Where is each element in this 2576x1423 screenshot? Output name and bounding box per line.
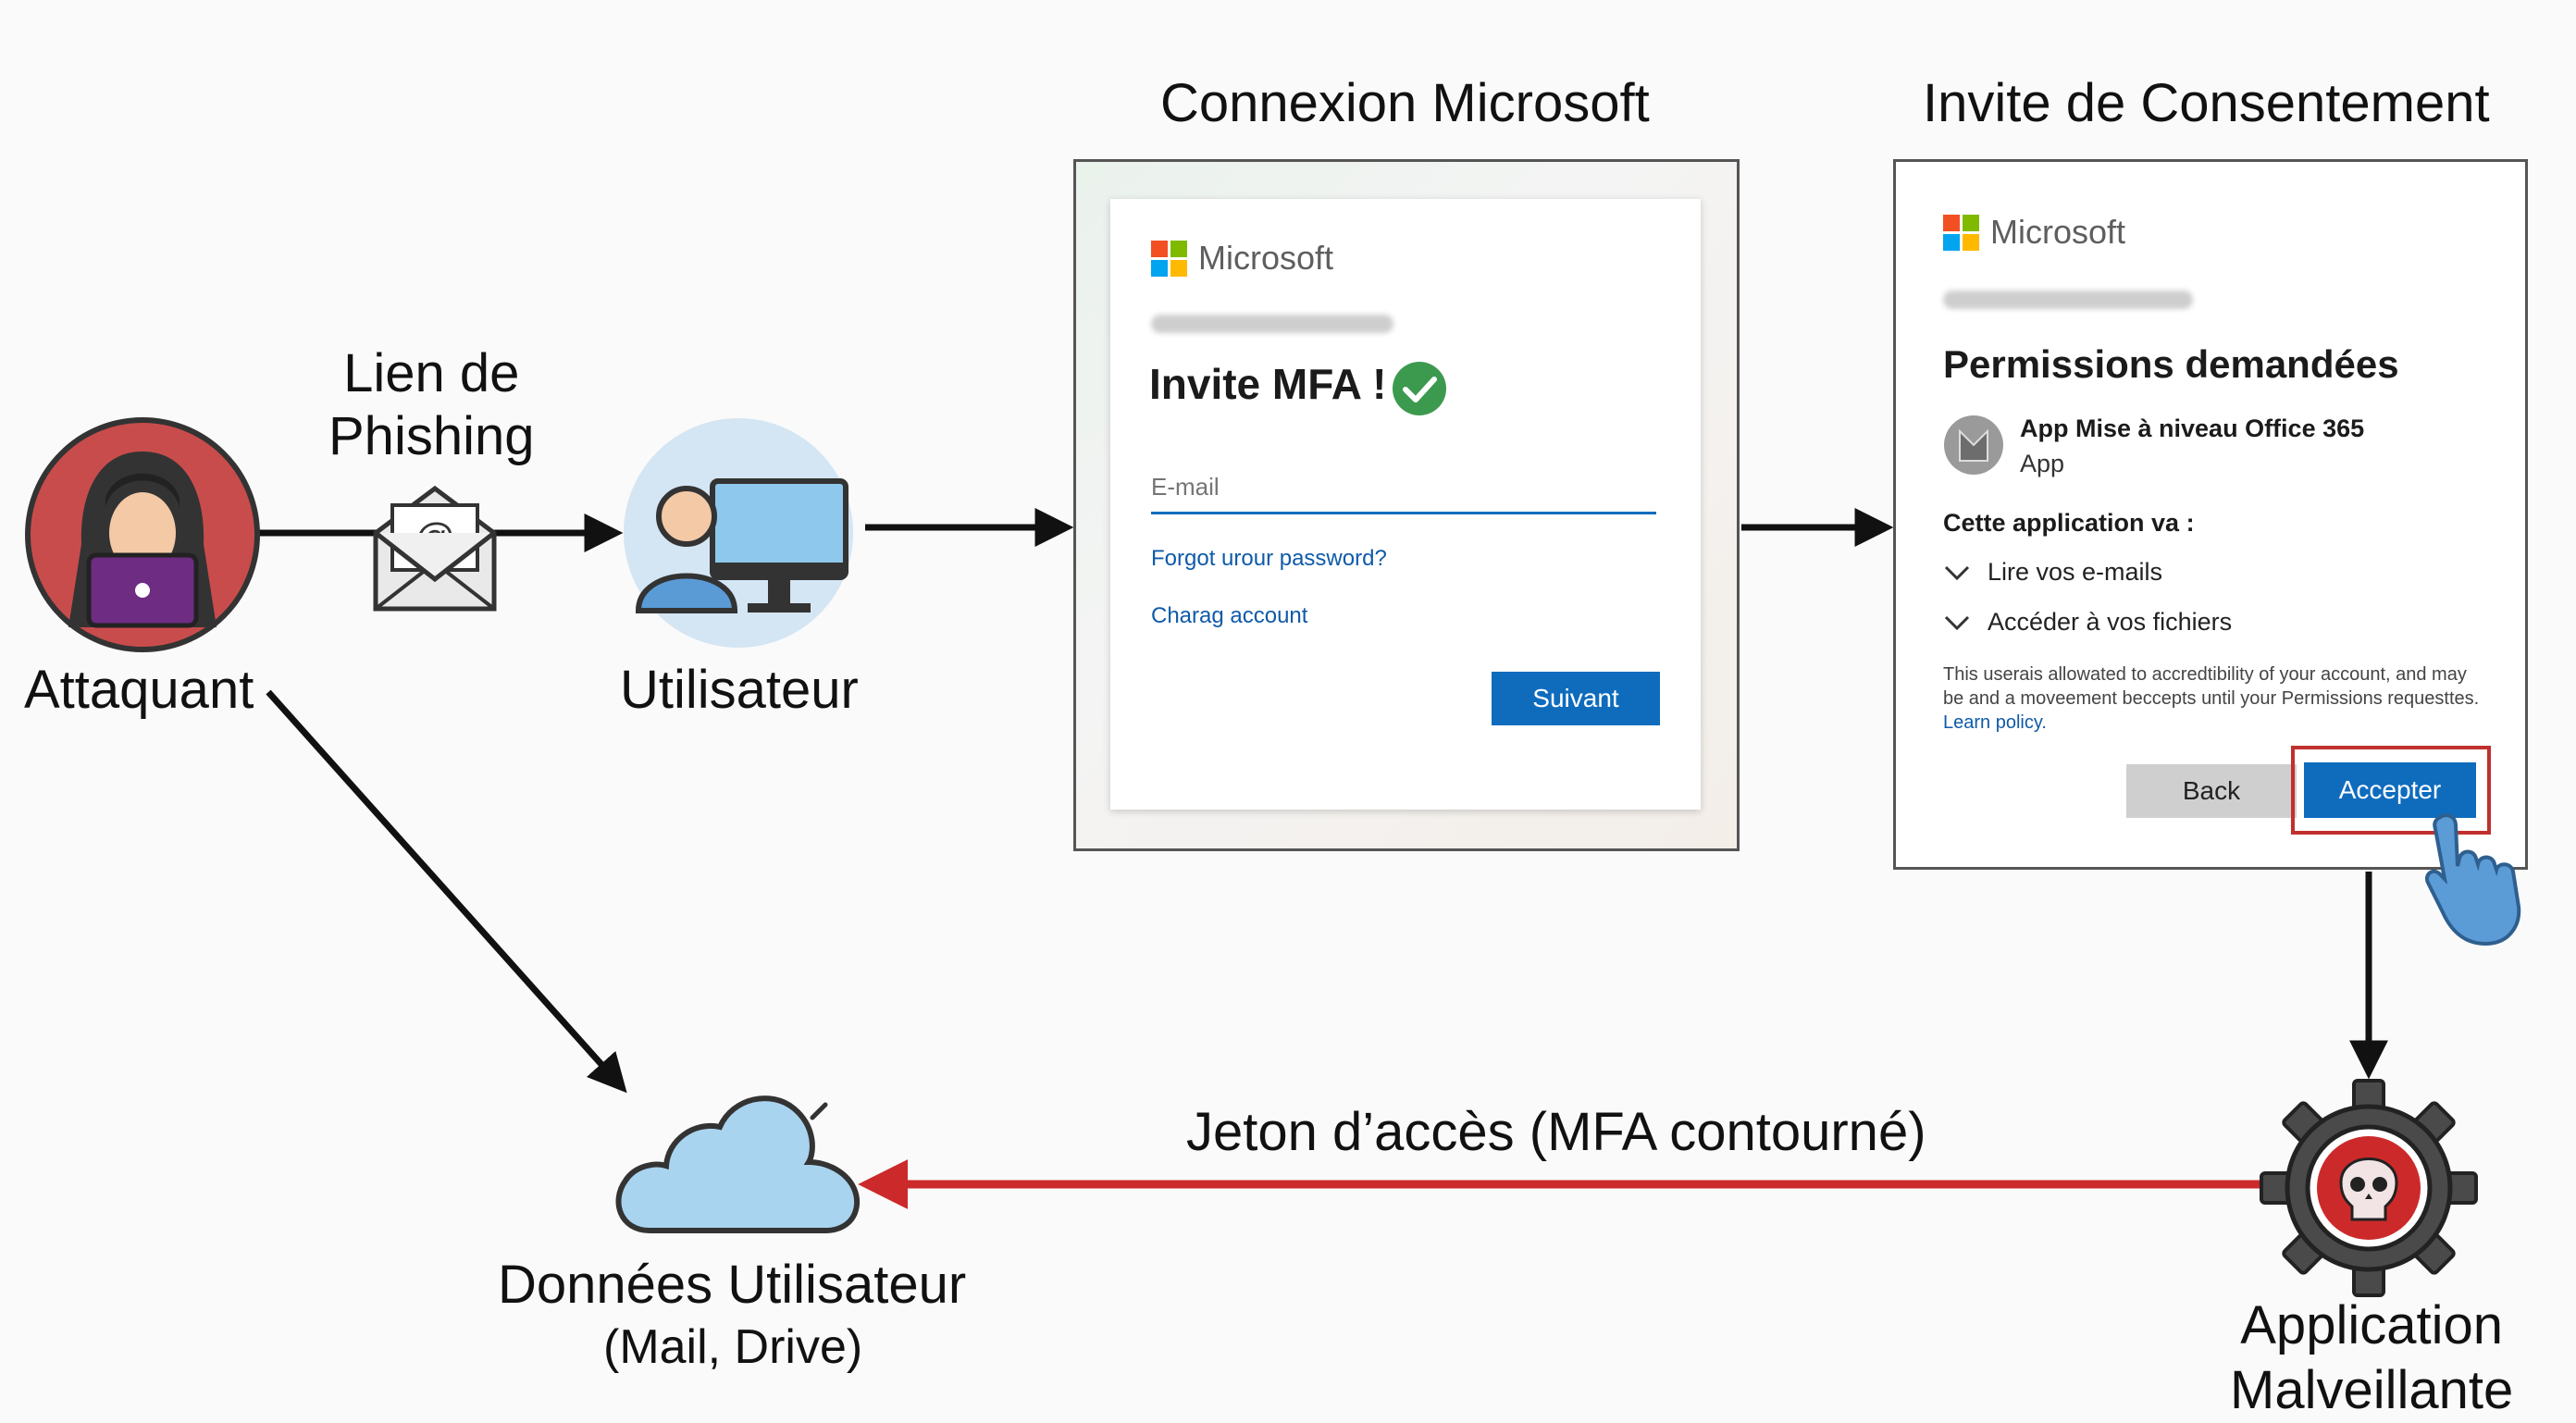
accept-highlight — [2291, 746, 2491, 835]
phishing-link-label: Lien de Phishing — [328, 343, 535, 466]
cloud-icon — [615, 1095, 861, 1233]
consent-blurred-email — [1943, 291, 2193, 309]
disclaimer-body: This userais allowated to accredtibility… — [1943, 664, 2480, 709]
app-icon — [1944, 415, 2003, 475]
login-blurred-email — [1151, 315, 1393, 333]
next-button[interactable]: Suivant — [1492, 672, 1660, 725]
app-type: App — [2020, 450, 2065, 477]
user-data-label: Données Utilisateur — [498, 1255, 967, 1315]
login-heading: Invite MFA ! — [1149, 360, 1387, 408]
permission-item: Accéder à vos fichiers — [1943, 608, 2232, 637]
login-brand: Microsoft — [1198, 239, 1334, 277]
login-title: Connexion Microsoft — [1160, 73, 1650, 133]
consent-ms-logo: Microsoft — [1943, 213, 2125, 252]
malicious-app-label: Application Malveillante — [2230, 1295, 2514, 1420]
hand-pointer-icon — [2425, 813, 2521, 947]
email-input[interactable] — [1151, 463, 1656, 514]
learn-policy-link[interactable]: Learn policy. — [1943, 712, 2047, 733]
attacker-label: Attaquant — [24, 660, 254, 720]
check-icon — [1393, 362, 1446, 415]
token-label: Jeton d’accès (MFA contourné) — [1186, 1102, 1926, 1162]
gear-skull-icon — [2260, 1079, 2478, 1297]
accept-button[interactable]: Accepter — [2304, 762, 2476, 818]
user-label: Utilisateur — [620, 660, 859, 720]
envelope-icon: @ — [373, 485, 497, 612]
arrow-attacker-to-data — [266, 689, 627, 1094]
consent-brand: Microsoft — [1990, 213, 2126, 251]
microsoft-logo-icon — [1943, 214, 1979, 251]
microsoft-logo-icon — [1151, 240, 1187, 277]
will-label: Cette application va : — [1943, 509, 2195, 537]
user-data-sub: (Mail, Drive) — [603, 1320, 863, 1374]
hacker-icon — [25, 417, 260, 652]
login-ms-logo: Microsoft — [1151, 239, 1333, 278]
forgot-password-link[interactable]: Forgot urour password? — [1151, 546, 1387, 571]
disclaimer-text: This userais allowated to accredtibility… — [1943, 662, 2480, 735]
consent-frame — [1893, 159, 2528, 870]
create-account-link[interactable]: Charag account — [1151, 603, 1308, 628]
user-computer-icon — [624, 418, 853, 648]
chevron-down-icon — [1944, 565, 1970, 580]
app-name: App Mise à niveau Office 365 — [2020, 415, 2365, 442]
back-button[interactable]: Back — [2126, 764, 2297, 818]
permission-label: Accéder à vos fichiers — [1988, 608, 2233, 636]
permission-item: Lire vos e-mails — [1943, 558, 2162, 587]
chevron-down-icon — [1944, 615, 1970, 630]
consent-title: Invite de Consentement — [1923, 73, 2490, 133]
permission-label: Lire vos e-mails — [1988, 558, 2163, 586]
consent-heading: Permissions demandées — [1943, 342, 2399, 386]
